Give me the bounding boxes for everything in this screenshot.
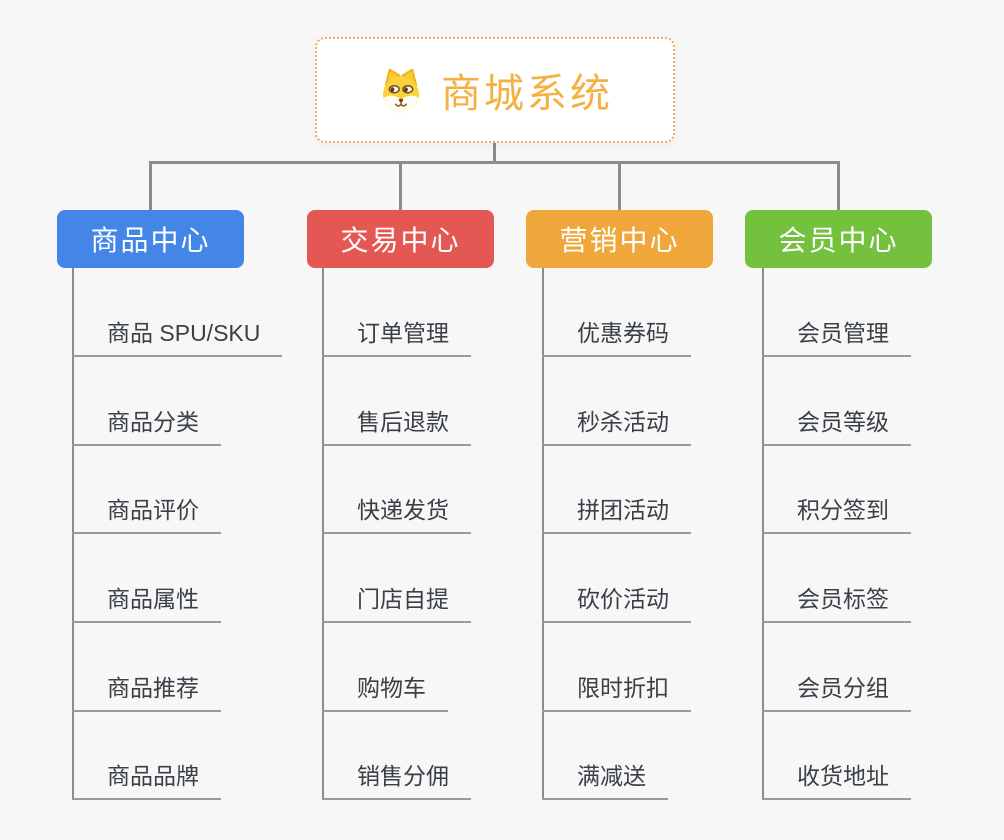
leaf-node[interactable]: 会员管理 [762,320,911,357]
leaf-node[interactable]: 优惠券码 [542,320,691,357]
column-connector-line [762,268,764,800]
leaf-node[interactable]: 收货地址 [762,763,911,800]
branch-node-marketing-center[interactable]: 营销中心 [526,210,713,268]
branch-node-member-center[interactable]: 会员中心 [745,210,932,268]
leaf-node[interactable]: 秒杀活动 [542,409,691,446]
leaf-node[interactable]: 快递发货 [322,497,471,534]
leaf-node[interactable]: 门店自提 [322,586,471,623]
root-node[interactable]: 商城系统 [315,37,675,143]
leaf-node[interactable]: 购物车 [322,675,448,712]
branch-connector-drop [837,161,840,211]
root-node-title: 商城系统 [441,72,613,116]
leaf-node[interactable]: 商品评价 [72,497,221,534]
root-connector-stem [493,143,496,163]
leaf-node[interactable]: 会员分组 [762,675,911,712]
branch-connector-drop [399,161,402,211]
leaf-node[interactable]: 订单管理 [322,320,471,357]
leaf-node[interactable]: 砍价活动 [542,586,691,623]
leaf-node[interactable]: 会员标签 [762,586,911,623]
leaf-node[interactable]: 商品 SPU/SKU [72,320,283,357]
column-connector-line [322,268,324,800]
leaf-node[interactable]: 会员等级 [762,409,911,446]
leaf-node[interactable]: 销售分佣 [322,763,471,800]
branch-connector-bar [149,161,840,164]
leaf-node[interactable]: 积分签到 [762,497,911,534]
branch-connector-drop [149,161,152,211]
leaf-node[interactable]: 满减送 [542,763,668,800]
leaf-node[interactable]: 拼团活动 [542,497,691,534]
leaf-node[interactable]: 商品属性 [72,586,221,623]
branch-node-product-center[interactable]: 商品中心 [57,210,244,268]
shiba-dog-icon [383,68,419,113]
leaf-node[interactable]: 商品推荐 [72,675,221,712]
leaf-node[interactable]: 售后退款 [322,409,471,446]
branch-connector-drop [618,161,621,211]
column-connector-line [542,268,544,800]
branch-node-trade-center[interactable]: 交易中心 [307,210,494,268]
leaf-node[interactable]: 限时折扣 [542,675,691,712]
leaf-node[interactable]: 商品分类 [72,409,221,446]
column-connector-line [72,268,74,800]
leaf-node[interactable]: 商品品牌 [72,763,221,800]
